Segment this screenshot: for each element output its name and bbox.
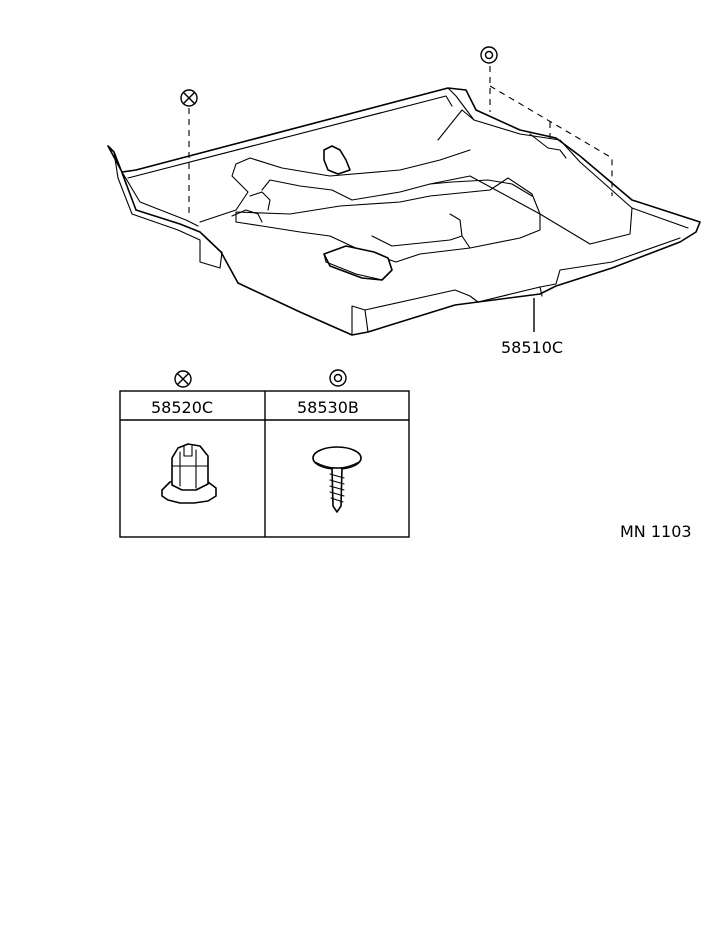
cross-circle-icon — [174, 370, 192, 388]
table-part-number-2: 58530B — [297, 398, 359, 417]
drawing-code: MN 1103 — [620, 522, 692, 541]
cross-circle-icon — [180, 89, 198, 107]
table-part-number-1: 58520C — [151, 398, 213, 417]
fastener-table: 58520C 58530B — [119, 369, 410, 538]
screw-icon — [312, 446, 362, 513]
leader-lines — [188, 66, 613, 218]
floor-carpet-drawing — [107, 87, 701, 336]
double-circle-icon — [480, 46, 498, 64]
double-circle-icon — [329, 369, 347, 387]
clip-icon — [161, 443, 217, 504]
main-part-number: 58510C — [501, 338, 563, 357]
